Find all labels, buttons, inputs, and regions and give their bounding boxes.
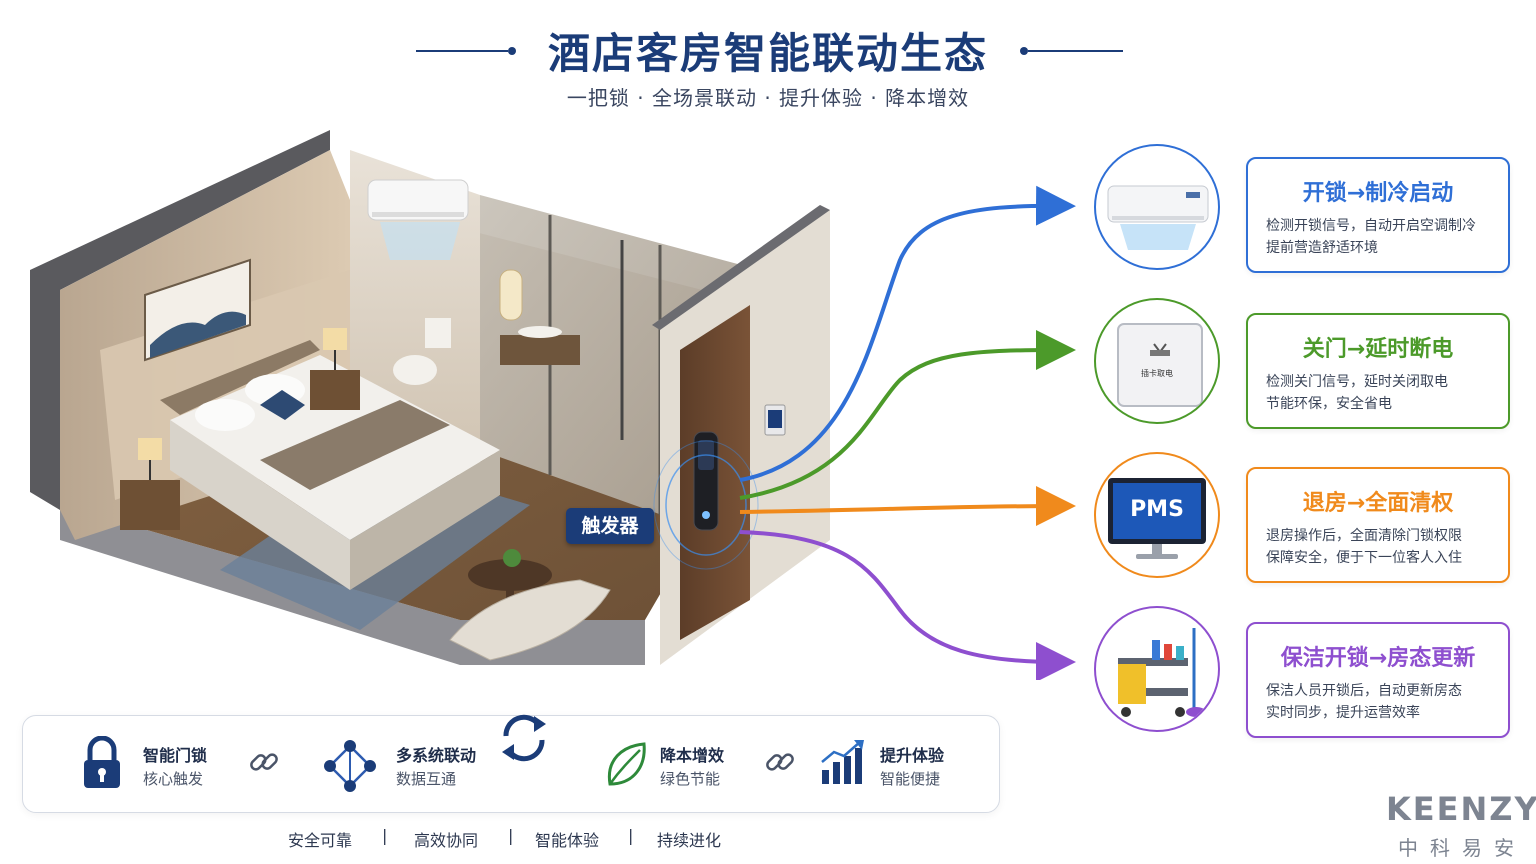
sync-icon: [502, 714, 546, 762]
card-checkout-clear: 退房→全面清权 退房操作后，全面清除门锁权限 保障安全，便于下一位客人入住: [1246, 467, 1510, 583]
trigger-label: 触发器: [566, 508, 654, 544]
feature-title: 提升体验: [880, 746, 945, 765]
padlock-icon: [84, 736, 120, 788]
air-conditioner-icon: ❄: [1102, 185, 1209, 268]
network-nodes-icon: [324, 740, 376, 792]
card-title: 退房→全面清权: [1302, 491, 1454, 516]
card-description: 退房操作后，全面清除门锁权限 保障安全，便于下一位客人入住: [1266, 525, 1496, 569]
feature-subtitle: 绿色节能: [660, 770, 721, 788]
title-right-line: [1028, 50, 1123, 52]
growth-chart-icon: [821, 740, 864, 784]
card-desc-line1: 检测开锁信号，自动开启空调制冷: [1266, 218, 1476, 234]
arrow-blue: [739, 185, 1076, 482]
title-right-dot: [1020, 47, 1028, 55]
card-desc-line2: 实时同步，提升运营效率: [1266, 705, 1420, 721]
card-desc-line1: 退房操作后，全面清除门锁权限: [1266, 528, 1462, 544]
svg-text:❄: ❄: [1102, 245, 1119, 268]
footer-item: 持续进化: [657, 831, 722, 850]
cleaning-cart-icon: [1118, 628, 1206, 717]
link-icon: [250, 753, 278, 771]
title-left-line: [416, 50, 508, 52]
card-close-power-off: 关门→延时断电 检测关门信号，延时关闭取电 节能环保，安全省电: [1246, 313, 1510, 429]
pms-monitor-icon: [1108, 478, 1206, 559]
card-description: 保洁人员开锁后，自动更新房态 实时同步，提升运营效率: [1266, 680, 1496, 724]
cleaning-cart-circle: [1094, 606, 1220, 732]
card-desc-line1: 保洁人员开锁后，自动更新房态: [1266, 683, 1462, 699]
footer-item: 高效协同: [414, 831, 479, 850]
card-desc-line1: 检测关门信号，延时关闭取电: [1266, 374, 1448, 390]
footer-separator: |: [628, 826, 634, 845]
feature-title: 智能门锁: [143, 746, 208, 765]
feature-subtitle: 智能便捷: [880, 770, 941, 788]
feature-subtitle: 核心触发: [143, 770, 204, 788]
card-title: 保洁开锁→房态更新: [1280, 646, 1476, 671]
card-power-switch-icon: [1117, 323, 1203, 407]
arrow-purple: [739, 530, 1076, 680]
hotel-room-illustration: [30, 130, 830, 665]
arrow-green: [739, 330, 1076, 500]
pms-circle: PMS: [1094, 452, 1220, 578]
brand-logo-en: KEENZY: [1386, 790, 1536, 828]
pms-label: PMS: [1130, 497, 1184, 522]
feature-title: 降本增效: [660, 746, 725, 765]
footer-item: 安全可靠: [288, 831, 353, 850]
link-icon: [766, 753, 794, 771]
card-title: 开锁→制冷启动: [1302, 181, 1454, 206]
footer-item: 智能体验: [535, 831, 600, 850]
brand-logo-cn: 中科易安: [1398, 836, 1526, 860]
feature-subtitle: 数据互通: [396, 770, 457, 788]
card-unlock-cooling: 开锁→制冷启动 检测开锁信号，自动开启空调制冷 提前营造舒适环境: [1246, 157, 1510, 273]
footer-separator: |: [382, 826, 388, 845]
card-description: 检测开锁信号，自动开启空调制冷 提前营造舒适环境: [1266, 215, 1496, 259]
card-description: 检测关门信号，延时关闭取电 节能环保，安全省电: [1266, 371, 1496, 415]
connection-arrows: [739, 185, 1076, 680]
card-desc-line2: 节能环保，安全省电: [1266, 396, 1392, 412]
page-title: 酒店客房智能联动生态: [547, 29, 988, 78]
leaf-icon: [607, 742, 646, 786]
card-desc-line2: 保障安全，便于下一位客人入住: [1266, 550, 1462, 566]
air-conditioner-circle: ❄: [1094, 144, 1220, 270]
power-switch-circle: 插卡取电: [1094, 298, 1220, 424]
title-left-dot: [508, 47, 516, 55]
feature-title: 多系统联动: [396, 746, 477, 765]
page-subtitle: 一把锁 · 全场景联动 · 提升体验 · 降本增效: [566, 86, 970, 110]
card-title: 关门→延时断电: [1302, 337, 1454, 362]
power-switch-label: 插卡取电: [1141, 369, 1173, 378]
card-desc-line2: 提前营造舒适环境: [1266, 240, 1378, 256]
card-cleaning-status: 保洁开锁→房态更新 保洁人员开锁后，自动更新房态 实时同步，提升运营效率: [1246, 622, 1510, 738]
footer-separator: |: [508, 826, 514, 845]
arrow-orange: [739, 486, 1076, 527]
